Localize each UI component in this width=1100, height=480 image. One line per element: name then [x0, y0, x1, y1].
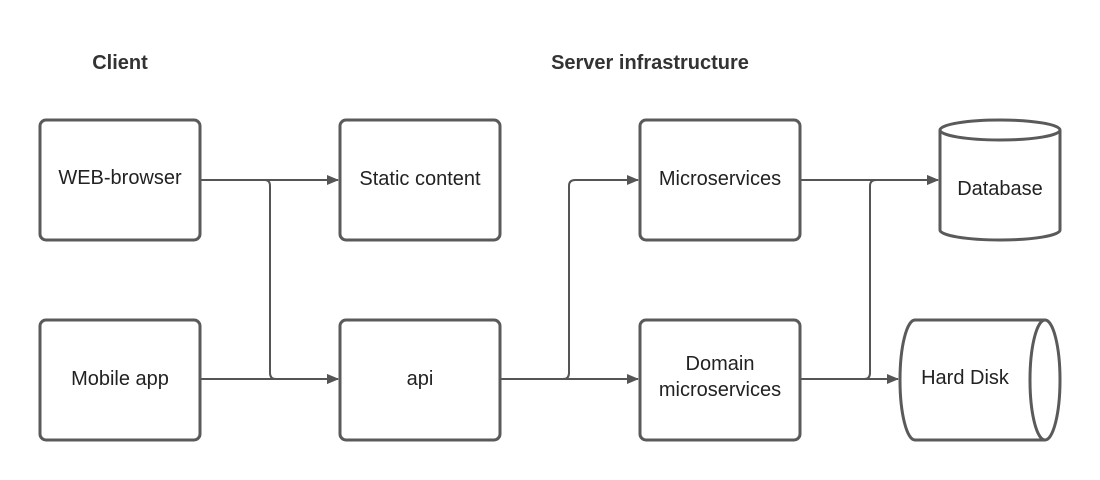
- node-database: Database: [938, 118, 1062, 242]
- server-section-title: Server infrastructure: [551, 52, 749, 74]
- api-box: [338, 318, 502, 442]
- node-static-content: Static content: [338, 118, 502, 242]
- hard-disk-label: Hard Disk: [921, 367, 1010, 389]
- client-section-title: Client: [92, 52, 148, 74]
- web-browser-box: [38, 118, 202, 242]
- domain-microservices-label-line1: Domain: [686, 353, 755, 375]
- mobile-app-box: [38, 318, 202, 442]
- node-web-browser: WEB-browser: [38, 118, 202, 242]
- domain-microservices-label-line2: microservices: [659, 379, 781, 401]
- node-hard-disk: Hard Disk: [898, 318, 1062, 442]
- api-label: api: [407, 368, 434, 390]
- database-cylinder-rim: [938, 129, 1062, 142]
- mobile-app-label: Mobile app: [71, 368, 169, 390]
- static-content-box: [338, 118, 502, 242]
- node-mobile-app: Mobile app: [38, 318, 202, 442]
- database-label: Database: [957, 178, 1043, 200]
- microservices-box: [638, 118, 802, 242]
- hard-disk-cylinder-rim: [1028, 318, 1046, 442]
- web-browser-label: WEB-browser: [58, 167, 182, 189]
- node-api: api: [338, 318, 502, 442]
- static-content-label: Static content: [359, 168, 481, 190]
- node-microservices: Microservices: [638, 118, 802, 242]
- hard-disk-cylinder-body: [898, 318, 1062, 442]
- edge-domain-to-database: [863, 175, 939, 380]
- edge-api-to-microservices: [562, 175, 639, 380]
- edge-web-to-api: [264, 179, 339, 384]
- edges: [200, 175, 939, 384]
- domain-microservices-box: [638, 318, 802, 442]
- node-domain-microservices: Domain microservices: [638, 318, 802, 442]
- database-cylinder-body: [938, 118, 1062, 242]
- microservices-label: Microservices: [659, 168, 781, 190]
